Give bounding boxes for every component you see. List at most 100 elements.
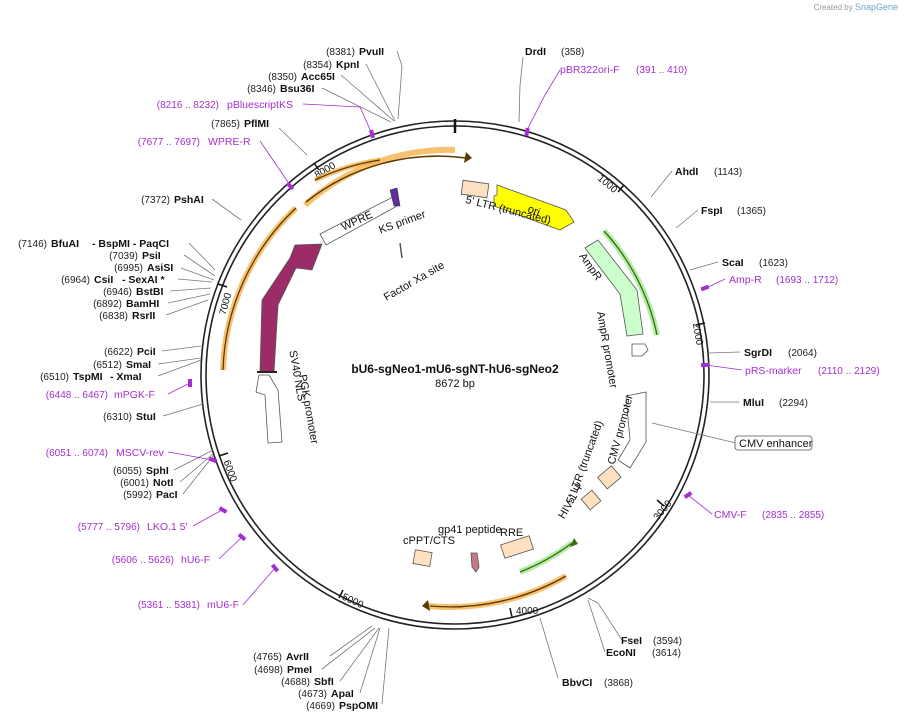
enzyme-name: EcoNI [606,647,636,659]
enzyme-pos: (4765) [253,652,282,663]
ltr5-top-box [460,179,490,199]
tick-marks [217,162,706,618]
arc-green-bottom [519,542,573,573]
enzyme-pos: (1623) [759,258,788,269]
primer-range: (2110 .. 2129) [818,366,880,377]
arc-left [222,207,297,371]
ampr-promoter-label: AmpR promoter [594,311,619,390]
cmv-promoter-arrow [617,391,647,469]
ks-primer-mark [389,187,401,207]
enzyme-pos: (8354) [303,60,332,71]
enzyme-name: PshAI [174,194,204,206]
enzyme-name: BfuAI [51,238,79,250]
enzyme-name: PflMI [244,118,269,130]
enzyme-pos: (3594) [653,636,682,647]
primer-range: (8216 .. 8232) [157,100,219,111]
snapgene-credit: Created by SnapGene [814,2,898,12]
enzyme-pos: (7372) [141,195,170,206]
enzyme-name: Bsu36I [280,83,315,95]
primer-range: (5361 .. 5381) [138,600,200,611]
ampr-promoter-arrow [631,343,649,357]
pgk-arrow [255,374,283,444]
enzyme-labels: (8381) PvuII (8354) KpnI (8350) Acc65I (… [18,46,817,712]
enzyme-name: AvrII [286,651,309,663]
cppt-label: cPPT/CTS [403,535,455,547]
rre-box [500,535,534,559]
enzyme-pos: (6512) [93,360,122,371]
cmv-enhancer-label: CMV enhancer [739,438,813,450]
enzyme-name-extra: - XmaI [110,371,142,383]
primer-name: MSCV-rev [116,447,165,459]
ltr5-bottom-box [597,465,622,490]
cmv-enhancer-box [734,435,813,451]
enzyme-name: BstBI [136,286,164,298]
enzyme-name: ScaI [722,257,744,269]
enzyme-pos: (6622) [104,347,133,358]
enzyme-name: CsiI [94,274,113,286]
enzyme-name: AhdI [675,166,698,178]
cre-arrow [259,243,323,373]
enzyme-name: BamHI [126,298,159,310]
enzyme-name: NotI [153,477,173,489]
enzyme-pos: (4669) [306,701,335,712]
primer-leaders [167,69,743,606]
arc-top [305,155,467,203]
enzyme-name: StuI [136,411,156,423]
enzyme-pos: (358) [561,47,584,58]
enzyme-pos: (1143) [714,167,742,178]
enzyme-pos: (6892) [93,299,122,310]
primer-range: (2835 .. 2855) [762,510,824,521]
enzyme-pos: (7146) [18,239,47,250]
plasmid-size: 8672 bp [435,378,475,390]
primer-range: (7677 .. 7697) [138,137,200,148]
credit-prefix: Created by [813,3,853,12]
enzyme-pos: (7865) [211,119,240,130]
enzyme-pos: (5992) [123,490,152,501]
enzyme-pos: (4698) [254,665,283,676]
enzyme-name: TspMI [73,371,103,383]
primer-name: pRS-marker [745,365,802,377]
enzyme-pos: (6995) [114,263,143,274]
enzyme-name: PciI [137,346,156,358]
tick-label-2000: 2000 [690,322,705,346]
primer-range: (391 .. 410) [636,65,687,76]
arc-top2 [314,159,381,181]
rre-label: RRE [500,527,523,539]
arc-green-bottom-head [570,538,578,547]
enzyme-pos: (4688) [281,677,310,688]
primer-range: (1693 .. 1712) [776,275,838,286]
enzyme-pos: (8350) [268,72,297,83]
arc-top-head [464,152,472,163]
enzyme-name: MluI [743,397,764,409]
enzyme-name: SgrDI [744,347,772,359]
enzyme-pos: (2064) [788,348,817,359]
enzyme-pos: (6310) [103,412,132,423]
primer-name: pBR322ori-F [560,64,620,76]
enzyme-name: SmaI [126,359,151,371]
primer-range: (6448 .. 6467) [46,390,108,401]
credit-brand: SnapGene [854,2,898,12]
plasmid-name: bU6-sgNeo1-mU6-sgNT-hU6-sgNeo2 [351,362,559,376]
primer-name: hU6-F [181,554,210,566]
enzyme-pos: (8381) [326,47,355,58]
primer-name: CMV-F [714,509,747,521]
enzyme-leaders [157,50,741,705]
enzyme-name-extra: - BspMI - PaqCI [92,238,169,250]
enzyme-name: SbfI [314,676,334,688]
factorxa-mark [399,242,403,259]
enzyme-name: PvuII [359,46,384,58]
enzyme-name: FspI [701,205,723,217]
enzyme-name: PsiI [142,250,161,262]
tick-label-4000: 4000 [516,606,539,617]
gp41-arrow [470,552,480,573]
arc-green-right [603,230,658,336]
tick-label-1000: 1000 [595,173,619,196]
cre-label: Cre [276,300,294,321]
arc-top-highlight [302,146,456,208]
ori-arrow [493,184,575,231]
enzyme-name: Acc65I [301,71,335,83]
enzyme-name: BbvCI [562,677,592,689]
enzyme-name: RsrII [132,310,155,322]
